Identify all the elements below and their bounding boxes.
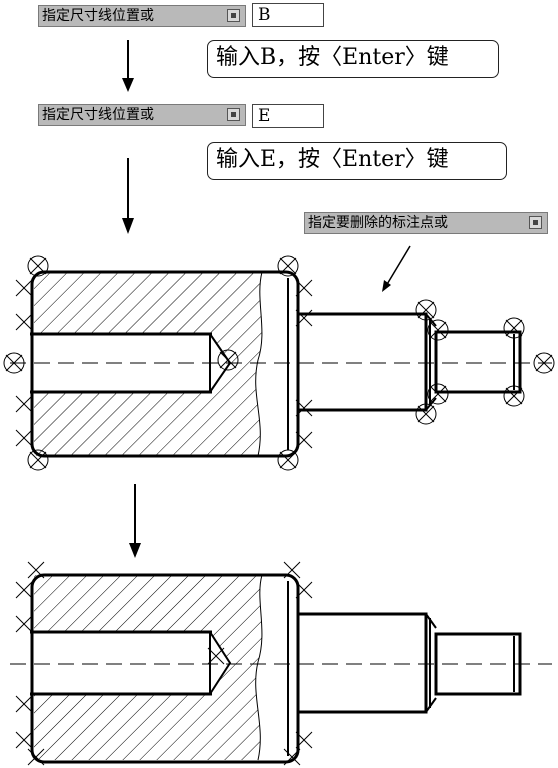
- shaft-drawing-after: [10, 561, 552, 766]
- instruction-callout-1: 输入B，按〈Enter〉键: [207, 40, 499, 78]
- flow-arrow-3: [129, 484, 141, 558]
- dropdown-icon[interactable]: [529, 216, 542, 229]
- flow-arrow-2: [122, 158, 134, 234]
- command-input-2[interactable]: E: [252, 104, 324, 128]
- shaft-drawing-before: [3, 255, 555, 471]
- prompt-text-2: 指定尺寸线位置或: [42, 107, 154, 123]
- command-prompt-1: 指定尺寸线位置或: [38, 5, 246, 27]
- command-prompt-3: 指定要删除的标注点或: [304, 212, 548, 234]
- dropdown-icon[interactable]: [227, 108, 240, 121]
- instruction-callout-2: 输入E，按〈Enter〉键: [207, 142, 507, 180]
- pointer-arrow: [382, 245, 411, 292]
- prompt-text-1: 指定尺寸线位置或: [42, 8, 154, 24]
- flow-arrow-1: [122, 40, 134, 92]
- prompt-text-3: 指定要删除的标注点或: [308, 215, 448, 231]
- command-input-1[interactable]: B: [252, 3, 324, 27]
- command-prompt-2: 指定尺寸线位置或: [38, 104, 246, 126]
- dropdown-icon[interactable]: [227, 9, 240, 22]
